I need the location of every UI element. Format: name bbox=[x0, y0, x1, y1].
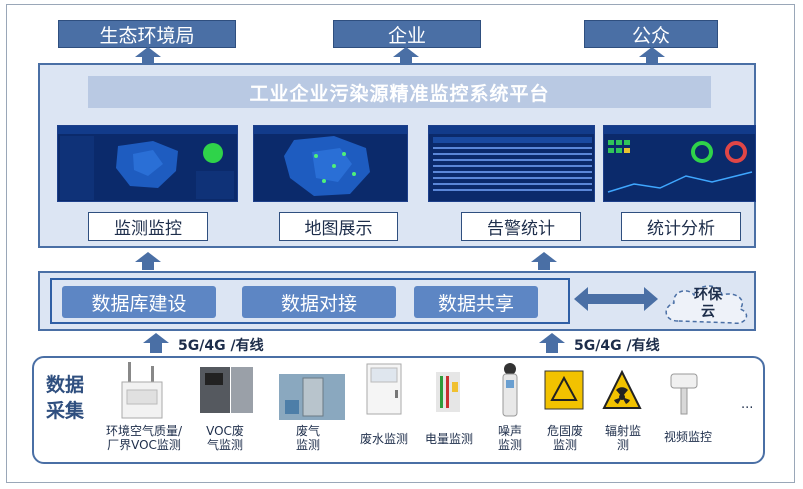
cctv-camera-icon bbox=[670, 373, 698, 415]
device-label-radiation: 辐射监测 bbox=[604, 424, 641, 452]
electricity-meter-icon bbox=[436, 372, 460, 412]
device-label-voc: VOC废气监测 bbox=[206, 424, 244, 452]
device-label-electricity: 电量监测 bbox=[424, 432, 473, 446]
data-layer-panel: 数据库建设 数据对接 数据共享 bbox=[38, 271, 756, 331]
arrow-up-icon bbox=[639, 47, 665, 65]
air-quality-station-icon bbox=[121, 362, 163, 419]
data-interfacing: 数据对接 bbox=[242, 286, 396, 318]
cloud-icon bbox=[665, 285, 748, 324]
dashboard-screenshot-icon bbox=[604, 126, 755, 193]
collection-title: 数据 采集 bbox=[46, 372, 90, 424]
exhaust-monitor-icon bbox=[279, 374, 345, 420]
screenshot-map bbox=[253, 125, 408, 202]
screenshot-alarms bbox=[428, 125, 595, 202]
device-label-video: 视频监控 bbox=[663, 430, 712, 444]
double-arrow-icon bbox=[574, 287, 658, 311]
collection-title-line1: 数据 bbox=[46, 374, 85, 396]
device-label-exhaust: 废气监测 bbox=[295, 424, 320, 452]
platform-panel: 工业企业污染源精准监控系统平台 bbox=[38, 63, 756, 248]
noise-meter-icon bbox=[502, 363, 518, 417]
wastewater-cabinet-icon bbox=[366, 363, 402, 415]
map-screenshot-icon bbox=[254, 126, 407, 196]
database-construction: 数据库建设 bbox=[62, 286, 216, 318]
cloud-label-line1: 环保 bbox=[694, 287, 722, 303]
module-alarm-statistics: 告警统计 bbox=[461, 212, 581, 241]
arrow-up-icon bbox=[143, 333, 169, 353]
device-label-hazardous-waste: 危固废监测 bbox=[546, 424, 583, 452]
more-devices-ellipsis: ... bbox=[741, 397, 754, 412]
arrow-up-icon bbox=[539, 333, 565, 353]
table-screenshot-icon bbox=[429, 126, 594, 191]
device-label-air-quality: 环境空气质量/厂界VOC监测 bbox=[105, 424, 183, 452]
radiation-icon bbox=[602, 370, 642, 409]
data-layer-group: 数据库建设 数据对接 数据共享 bbox=[50, 278, 570, 324]
device-label-noise: 噪声监测 bbox=[497, 424, 522, 452]
platform-title: 工业企业污染源精准监控系统平台 bbox=[88, 76, 711, 108]
link-label-right: 5G/4G /有线 bbox=[574, 338, 660, 354]
module-map-display: 地图展示 bbox=[279, 212, 398, 241]
map-screenshot-icon bbox=[58, 126, 237, 200]
screenshot-statistics bbox=[603, 125, 756, 202]
hazardous-waste-icon bbox=[544, 370, 584, 410]
voc-analyzer-icon bbox=[200, 367, 253, 413]
diagram-frame bbox=[6, 4, 795, 483]
arrow-up-icon bbox=[135, 47, 161, 65]
top-box-enterprise: 企业 bbox=[333, 20, 481, 48]
device-label-wastewater: 废水监测 bbox=[359, 432, 408, 446]
arrow-up-icon bbox=[135, 252, 161, 270]
cloud-label-line2: 云 bbox=[701, 304, 715, 320]
collection-title-line2: 采集 bbox=[46, 400, 85, 422]
module-monitoring: 监测监控 bbox=[88, 212, 208, 241]
data-sharing: 数据共享 bbox=[414, 286, 538, 318]
module-statistical-analysis: 统计分析 bbox=[621, 212, 741, 241]
link-label-left: 5G/4G /有线 bbox=[178, 338, 264, 354]
screenshot-monitoring bbox=[57, 125, 238, 202]
arrow-up-icon bbox=[531, 252, 557, 270]
arrow-up-icon bbox=[393, 47, 419, 65]
top-box-public: 公众 bbox=[584, 20, 718, 48]
top-box-environment-bureau: 生态环境局 bbox=[58, 20, 236, 48]
eco-cloud: 环保 云 bbox=[660, 281, 752, 327]
